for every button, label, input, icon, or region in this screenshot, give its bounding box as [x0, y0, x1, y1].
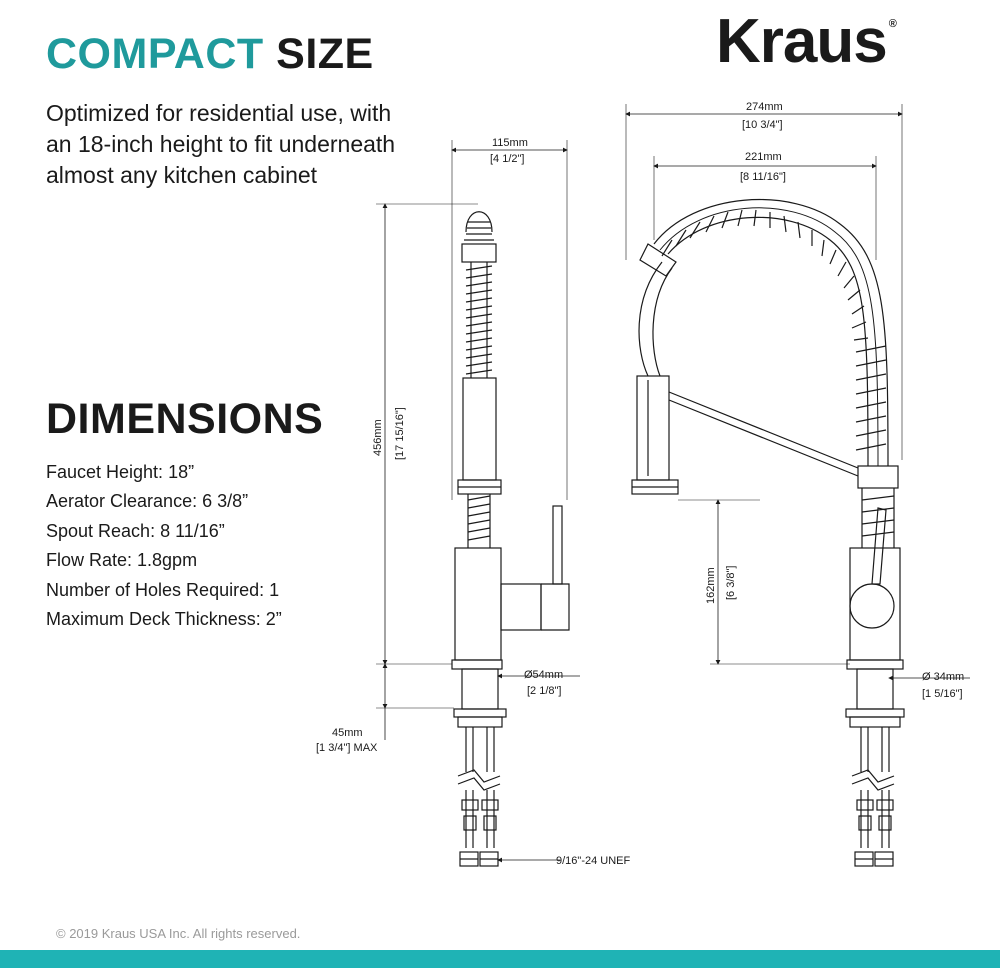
- side-view-dimensions: [376, 140, 580, 863]
- kraus-logo: Kraus®: [716, 6, 897, 77]
- title-rest: SIZE: [276, 30, 374, 78]
- spec-list: Faucet Height: 18” Aerator Clearance: 6 …: [46, 458, 282, 634]
- label-221mm: 221mm: [745, 151, 782, 163]
- spec-item: Aerator Clearance: 6 3/8”: [46, 491, 249, 512]
- title-accent: COMPACT: [46, 30, 264, 78]
- label-162mm: 162mm: [705, 567, 717, 604]
- label-45-in: [1 3/4"] MAX: [316, 742, 378, 754]
- label-34mm: Ø 34mm: [922, 671, 964, 683]
- label-45mm: 45mm: [332, 727, 363, 739]
- label-221-in: [8 11/16"]: [740, 171, 786, 183]
- page-title: COMPACT SIZE: [46, 30, 374, 78]
- label-54-in: [2 1/8"]: [527, 685, 561, 697]
- subtitle: Optimized for residential use, with an 1…: [46, 100, 396, 188]
- label-456mm: 456mm: [372, 419, 384, 456]
- label-274-in: [10 3/4"]: [742, 119, 783, 131]
- logo-text: Kraus: [716, 7, 888, 76]
- label-456-in: [17 15/16"]: [394, 407, 406, 460]
- front-view-dimensions: [625, 104, 970, 681]
- spec-item: Maximum Deck Thickness: 2”: [46, 609, 282, 630]
- spec-item: Number of Holes Required: 1: [46, 579, 280, 600]
- side-view-faucet: [451, 211, 570, 867]
- side-view-labels: 115mm [4 1/2"] 456mm [17 15/16"] Ø54mm […: [316, 137, 630, 867]
- label-162-in: [6 3/8"]: [725, 566, 737, 600]
- spec-item: Faucet Height: 18”: [46, 462, 195, 482]
- label-115mm: 115mm: [492, 137, 528, 149]
- label-54mm: Ø54mm: [524, 669, 563, 681]
- label-34-in: [1 5/16"]: [922, 688, 963, 700]
- label-274mm: 274mm: [746, 101, 783, 113]
- footer-accent-bar: [0, 950, 1000, 968]
- spec-item: Flow Rate: 1.8gpm: [46, 550, 198, 571]
- front-view-faucet: [631, 198, 905, 867]
- spec-item: Spout Reach: 8 11/16”: [46, 520, 225, 541]
- label-thread: 9/16"-24 UNEF: [556, 855, 630, 867]
- copyright-text: © 2019 Kraus USA Inc. All rights reserve…: [56, 926, 301, 941]
- front-view-labels: 274mm [10 3/4"] 221mm [8 11/16"] 162mm […: [705, 101, 964, 700]
- dimensions-heading: DIMENSIONS: [46, 395, 324, 443]
- label-115-in: [4 1/2"]: [490, 153, 524, 165]
- registered-mark: ®: [888, 18, 897, 30]
